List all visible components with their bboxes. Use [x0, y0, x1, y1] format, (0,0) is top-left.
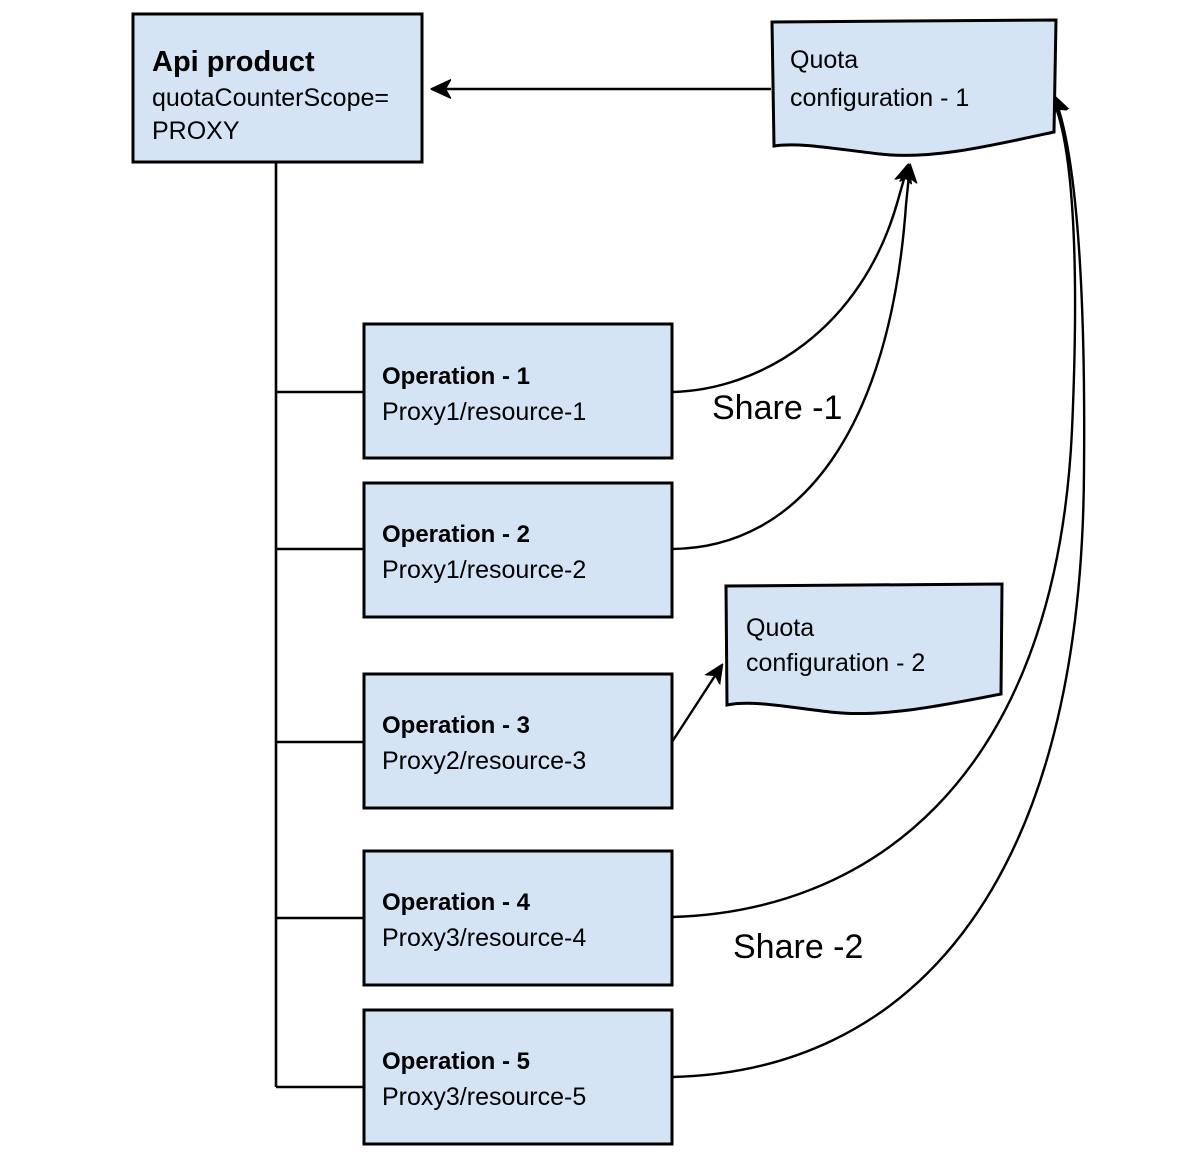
operation-2-path: Proxy1/resource-2 — [382, 556, 586, 584]
operation-4-path: Proxy3/resource-4 — [382, 924, 586, 952]
api-product-title: Api product — [152, 46, 315, 78]
node-operation-2[interactable]: Operation - 2 Proxy1/resource-2 — [362, 481, 674, 619]
edge-label-share-2: Share -2 — [733, 928, 863, 966]
edge-operation-5-to-quota1 — [671, 96, 1086, 1079]
operation-1-title: Operation - 1 — [382, 363, 530, 390]
edge-group-share-1 — [671, 165, 910, 551]
operation-2-title: Operation - 2 — [382, 521, 530, 548]
operation-3-path: Proxy2/resource-3 — [382, 747, 586, 775]
share-2-label: Share -2 — [733, 928, 863, 966]
operation-1-path: Proxy1/resource-1 — [382, 398, 586, 426]
edge-operation-4-to-quota1 — [671, 98, 1077, 919]
quota-configuration-1-line-2: configuration - 1 — [790, 84, 969, 112]
edge-operation-1-to-quota1 — [671, 165, 908, 394]
quota-configuration-2-line-1: Quota — [746, 614, 814, 642]
node-operation-4[interactable]: Operation - 4 Proxy3/resource-4 — [362, 849, 674, 987]
edge-operation-3-to-quota2 — [670, 665, 722, 743]
node-quota-configuration-1[interactable]: Quota configuration - 1 — [770, 18, 1058, 157]
node-operation-1[interactable]: Operation - 1 Proxy1/resource-1 — [362, 322, 674, 460]
api-product-attribute-line-1: quotaCounterScope= — [152, 84, 389, 112]
edge-label-share-1: Share -1 — [712, 389, 842, 427]
share-1-label: Share -1 — [712, 389, 842, 427]
node-api-product[interactable]: Api product quotaCounterScope= PROXY — [131, 12, 424, 164]
edge-operation-2-to-quota1 — [671, 165, 910, 551]
api-product-attribute-line-2: PROXY — [152, 117, 240, 145]
quota-configuration-1-line-1: Quota — [790, 46, 858, 74]
operation-5-path: Proxy3/resource-5 — [382, 1083, 586, 1111]
node-operation-5[interactable]: Operation - 5 Proxy3/resource-5 — [362, 1008, 674, 1146]
operation-3-title: Operation - 3 — [382, 712, 530, 739]
operation-5-title: Operation - 5 — [382, 1048, 530, 1075]
node-operation-3[interactable]: Operation - 3 Proxy2/resource-3 — [362, 672, 674, 810]
edge-group-share-2 — [671, 96, 1086, 1079]
operation-4-title: Operation - 4 — [382, 889, 531, 916]
node-quota-configuration-2[interactable]: Quota configuration - 2 — [724, 582, 1004, 716]
api-product-operation-trunk — [274, 162, 365, 1089]
quota-configuration-2-line-2: configuration - 2 — [746, 649, 925, 677]
